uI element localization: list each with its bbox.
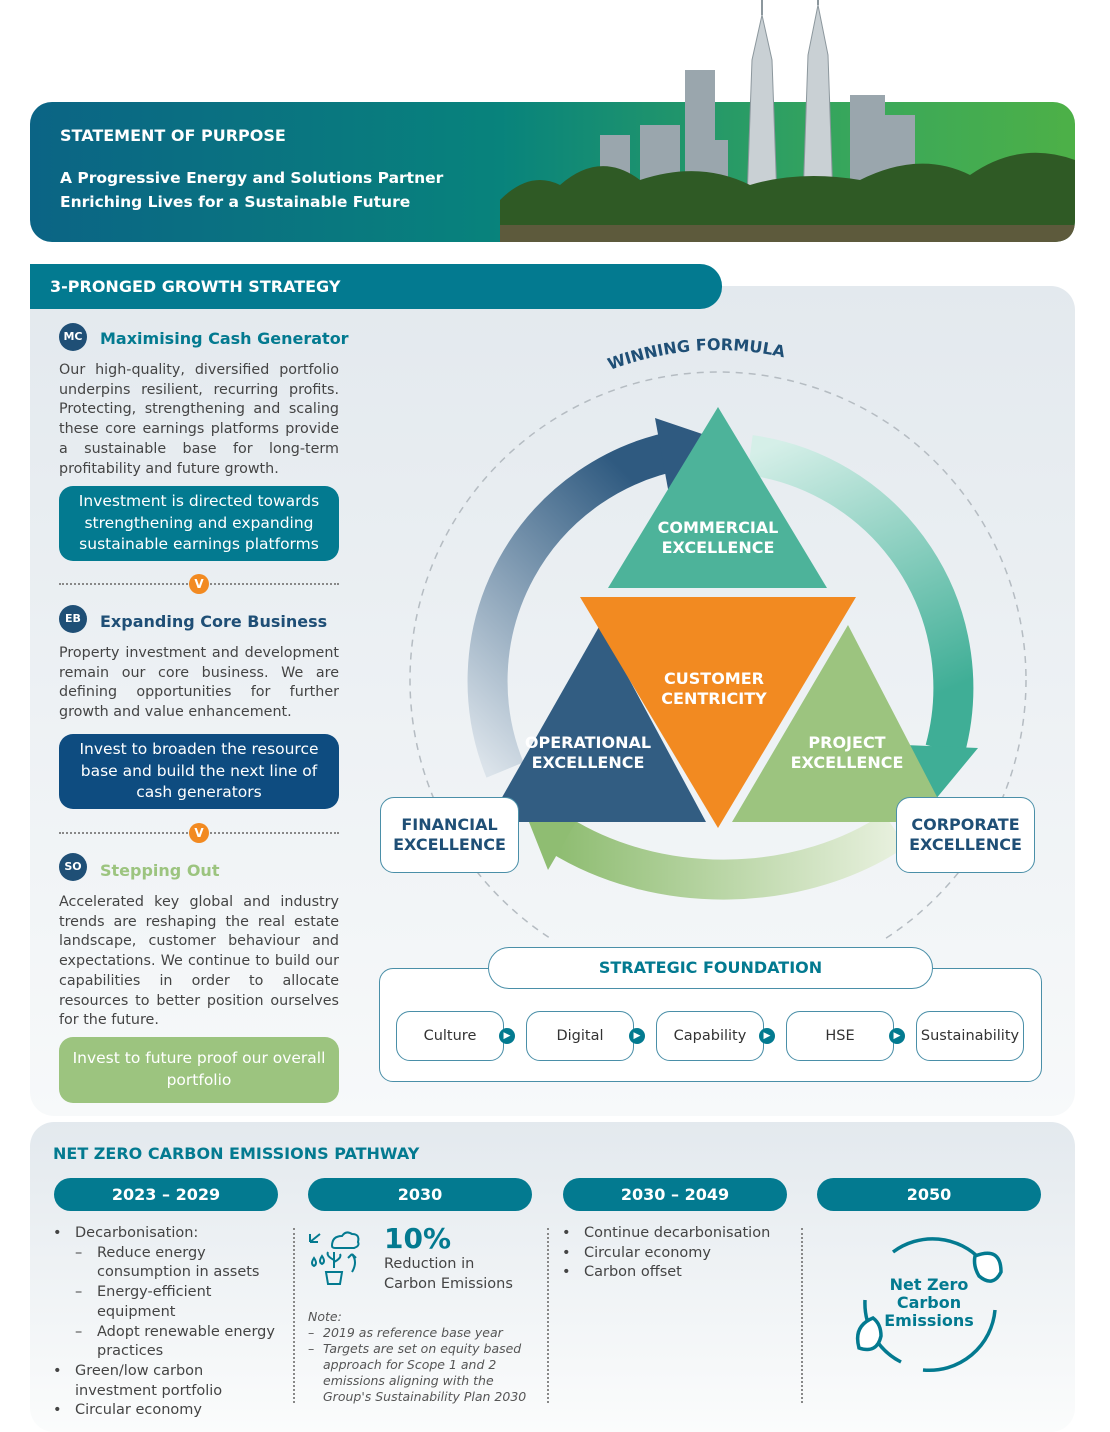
purpose-line-2: Enriching Lives for a Sustainable Future [60, 193, 411, 211]
net-zero-cycle-icon: Net Zero Carbon Emissions [855, 1237, 1003, 1373]
divider [293, 1228, 295, 1403]
commercial-label: COMMERCIAL [658, 518, 779, 537]
customer-label: CUSTOMER [664, 669, 764, 688]
financial-label: EXCELLENCE [393, 835, 506, 854]
corporate-label: CORPORATE [911, 815, 1020, 834]
prong-body-mc: Our high-quality, diversified portfolio … [59, 362, 339, 477]
arrow-green [549, 813, 907, 900]
prong-title-eb: Expanding Core Business [100, 612, 328, 631]
prong-box-so: Invest to future proof our overall portf… [59, 1037, 339, 1103]
list-item: Continue decarbonisation [562, 1224, 792, 1244]
chevron-down-icon: V [189, 574, 209, 594]
city-skyline-image [500, 0, 1075, 242]
reduction-label: Reduction in Carbon Emissions [384, 1256, 513, 1292]
foundation-culture: Culture [396, 1011, 504, 1061]
net-zero-label: Net Zero [890, 1275, 969, 1294]
customer-label: CENTRICITY [661, 689, 767, 708]
chevron-right-icon: ▶ [759, 1028, 775, 1044]
financial-label: FINANCIAL [401, 815, 498, 834]
chevron-down-icon: V [189, 823, 209, 843]
strategic-foundation-title: STRATEGIC FOUNDATION [488, 947, 933, 989]
dashed-circle [409, 371, 1027, 940]
so-badge: SO [59, 853, 87, 881]
list-item: Energy-efficient equipment [53, 1283, 283, 1322]
winning-formula-diagram: WINNING FORMULA COMMERCIAL EXCELLENCE CU… [409, 335, 1027, 940]
prong-box-eb: Invest to broaden the resource base and … [59, 734, 339, 809]
period-header: 2023 – 2029 [54, 1178, 278, 1211]
prong-body-eb: Property investment and development rema… [59, 645, 339, 721]
prong-title-mc: Maximising Cash Generator [100, 329, 349, 348]
customer-centricity-triangle [580, 597, 856, 828]
list-item: Green/low carbon investment portfolio [53, 1362, 283, 1401]
purpose-statement: A Progressive Energy and Solutions Partn… [60, 166, 443, 214]
note-title: Note: [308, 1309, 342, 1324]
chevron-right-icon: ▶ [889, 1028, 905, 1044]
chevron-right-icon: ▶ [629, 1028, 645, 1044]
list-item: Adopt renewable energy practices [53, 1323, 283, 1362]
commercial-label: EXCELLENCE [662, 538, 775, 557]
net-zero-label: Emissions [884, 1311, 974, 1330]
operational-excellence-triangle [488, 625, 706, 822]
list-item: Carbon offset [562, 1263, 792, 1283]
foundation-sustainability: Sustainability [916, 1011, 1024, 1061]
operational-label: OPERATIONAL [525, 733, 651, 752]
commercial-excellence-triangle [608, 407, 827, 588]
eb-badge: EB [59, 605, 87, 633]
note-item: –Targets are set on equity based approac… [308, 1341, 527, 1404]
project-label: PROJECT [808, 733, 885, 752]
note-text: Targets are set on equity based approach… [323, 1341, 527, 1404]
prong-title-so: Stepping Out [100, 861, 220, 880]
arrow-blue [467, 430, 684, 778]
col1-list: Decarbonisation: Reduce energy consumpti… [53, 1224, 283, 1421]
list-item: Circular economy [53, 1401, 283, 1421]
col3-list: Continue decarbonisation Circular econom… [562, 1224, 792, 1283]
corporate-label: EXCELLENCE [909, 835, 1022, 854]
divider [547, 1228, 549, 1403]
note: Note: –2019 as reference base year –Targ… [308, 1309, 533, 1405]
net-zero-title: NET ZERO CARBON EMISSIONS PATHWAY [53, 1144, 420, 1163]
foundation-digital: Digital [526, 1011, 634, 1061]
arrow-head-green [525, 812, 580, 870]
period-header: 2050 [817, 1178, 1041, 1211]
prong-box-mc: Investment is directed towards strengthe… [59, 486, 339, 561]
mc-badge: MC [59, 323, 87, 351]
divider [801, 1228, 803, 1403]
purpose-title: STATEMENT OF PURPOSE [60, 126, 286, 145]
note-text: 2019 as reference base year [323, 1325, 503, 1340]
period-header: 2030 [308, 1178, 532, 1211]
winning-formula-title: WINNING FORMULA [605, 335, 787, 374]
purpose-line-1: A Progressive Energy and Solutions Partn… [60, 169, 444, 187]
plant-cycle-icon [309, 1231, 360, 1285]
project-excellence-triangle [732, 625, 950, 822]
net-zero-label: Carbon [897, 1293, 961, 1312]
arrow-teal [747, 435, 974, 756]
arrow-head-teal [905, 745, 978, 800]
note-item: –2019 as reference base year [308, 1325, 503, 1340]
reduction-percent: 10% [384, 1222, 452, 1255]
prong-body-so: Accelerated key global and industry tren… [59, 894, 339, 1029]
foundation-hse: HSE [786, 1011, 894, 1061]
list-item: Reduce energy consumption in assets [53, 1244, 283, 1283]
period-header: 2030 – 2049 [563, 1178, 787, 1211]
growth-strategy-title: 3-PRONGED GROWTH STRATEGY [30, 264, 722, 309]
operational-label: EXCELLENCE [532, 753, 645, 772]
chevron-right-icon: ▶ [499, 1028, 515, 1044]
list-item: Decarbonisation: [53, 1224, 283, 1244]
foundation-capability: Capability [656, 1011, 764, 1061]
project-label: EXCELLENCE [791, 753, 904, 772]
list-item: Circular economy [562, 1244, 792, 1264]
